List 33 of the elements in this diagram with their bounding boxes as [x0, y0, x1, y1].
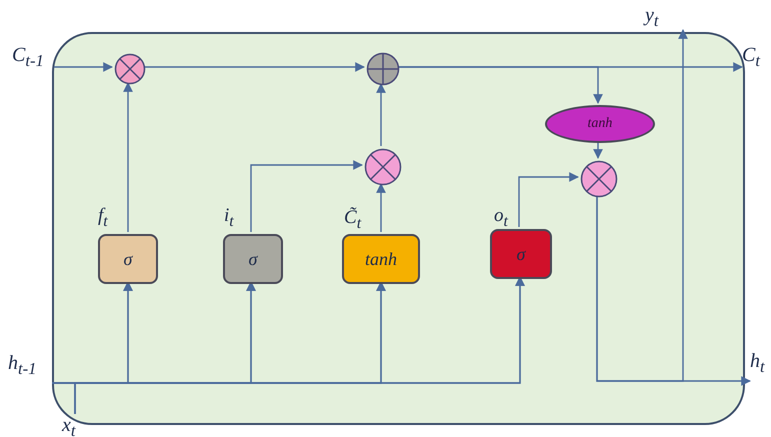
function-label: tanh	[588, 116, 612, 132]
gate-label: C̃$_{t}$	[344, 208, 362, 232]
multiply-circle	[114, 53, 146, 85]
arrow	[596, 29, 688, 382]
gate-box	[98, 234, 158, 284]
arrow	[123, 82, 133, 232]
gate-label: f$_{t}$	[98, 206, 108, 230]
variable-label: C$_{t-1}$	[12, 44, 54, 72]
function-label: tanh	[364, 248, 397, 270]
gate-label: o$_{t}$	[494, 206, 508, 230]
arrow	[376, 83, 386, 146]
gate-box	[490, 229, 552, 279]
gate-box	[223, 234, 283, 284]
variable-label: h$_{t-1}$	[8, 352, 52, 392]
arrow	[398, 66, 603, 104]
arrow	[74, 276, 525, 414]
arrow	[518, 172, 579, 227]
arrow	[144, 62, 365, 72]
variable-label: x$_{t}$	[62, 414, 88, 436]
multiply-circle	[364, 148, 402, 186]
arrow	[376, 183, 386, 232]
function-label: σ	[516, 244, 526, 264]
function-label: σ	[248, 248, 258, 270]
add-circle	[366, 52, 400, 86]
gate-label: i$_{t}$	[224, 206, 234, 230]
variable-label: y$_{t}$	[645, 4, 690, 30]
arrow	[593, 141, 603, 159]
multiply-circle	[580, 160, 618, 198]
function-label: σ	[124, 248, 132, 270]
gate-box	[342, 234, 420, 284]
arrow	[250, 160, 363, 232]
variable-label: C$_{t}$	[742, 44, 770, 72]
variable-label: h$_{t}$	[750, 350, 771, 392]
